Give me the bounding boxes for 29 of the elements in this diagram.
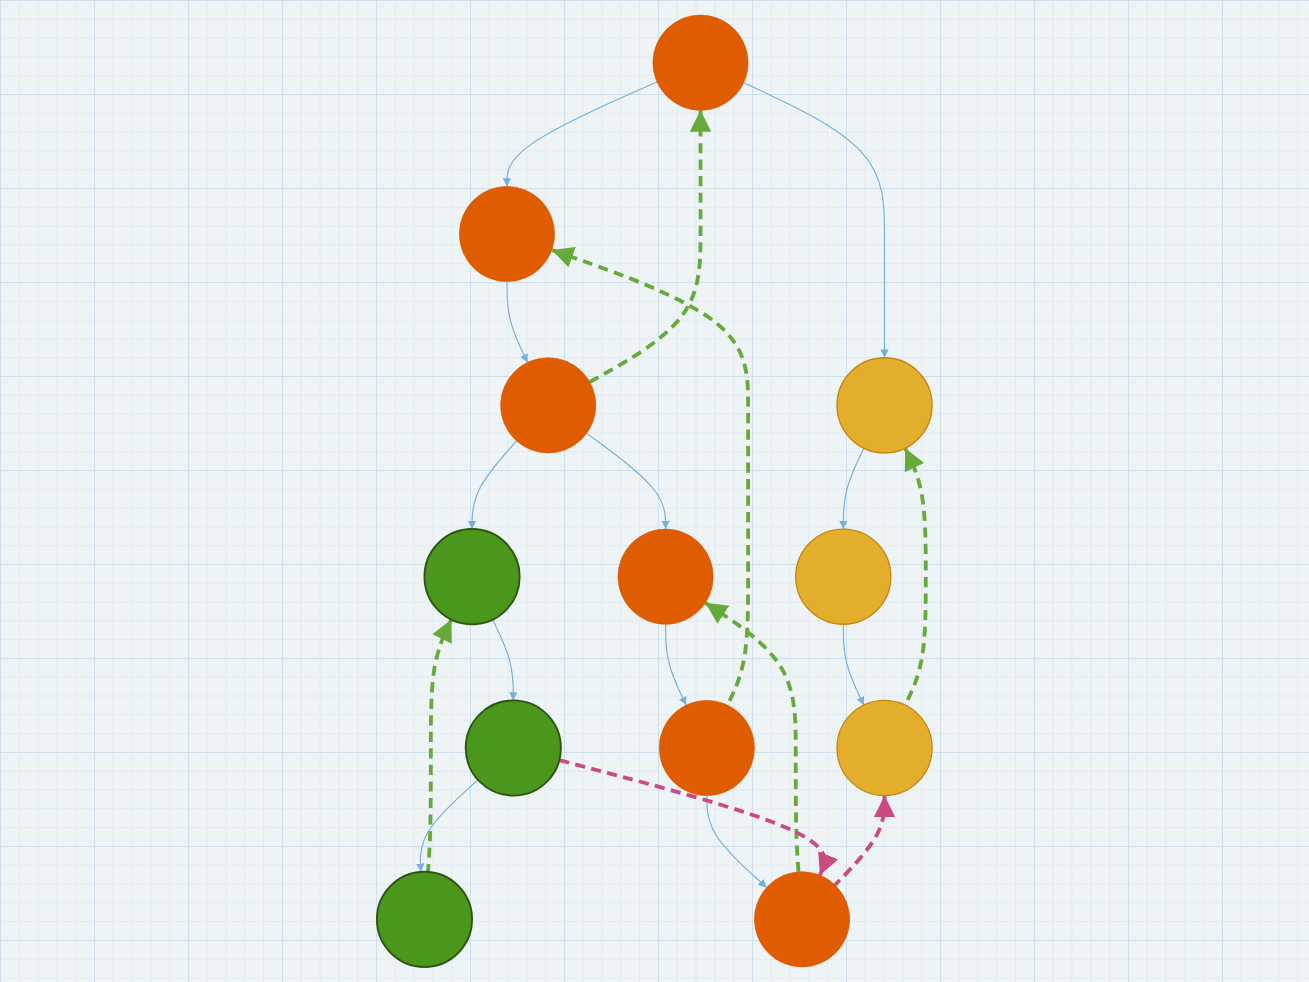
arrow — [743, 82, 889, 359]
arrow — [492, 618, 518, 701]
arrow — [502, 81, 658, 187]
node-ellipse — [754, 871, 850, 968]
node-ellipse — [652, 14, 749, 111]
arrow — [467, 440, 518, 530]
arrow — [839, 447, 865, 530]
arrow — [426, 618, 454, 872]
node-ellipse — [464, 699, 562, 797]
arrow — [704, 601, 801, 872]
arrow — [506, 281, 529, 363]
node-ellipse — [423, 528, 521, 626]
arrow — [842, 623, 865, 706]
node-ellipse — [500, 357, 597, 454]
arrow — [416, 779, 479, 873]
arrow — [558, 758, 839, 876]
arrow — [586, 432, 670, 530]
arrow — [551, 247, 750, 706]
node-ellipse — [795, 528, 892, 625]
arrow — [833, 795, 896, 887]
node-ellipse — [459, 186, 555, 282]
node-ellipse — [617, 528, 714, 625]
node-ellipse — [658, 700, 755, 796]
arrow — [588, 110, 712, 384]
node-ellipse — [375, 870, 473, 968]
node-ellipse — [836, 699, 933, 797]
node-ellipse — [836, 357, 933, 454]
arrow — [706, 795, 768, 889]
arrow — [665, 623, 687, 706]
